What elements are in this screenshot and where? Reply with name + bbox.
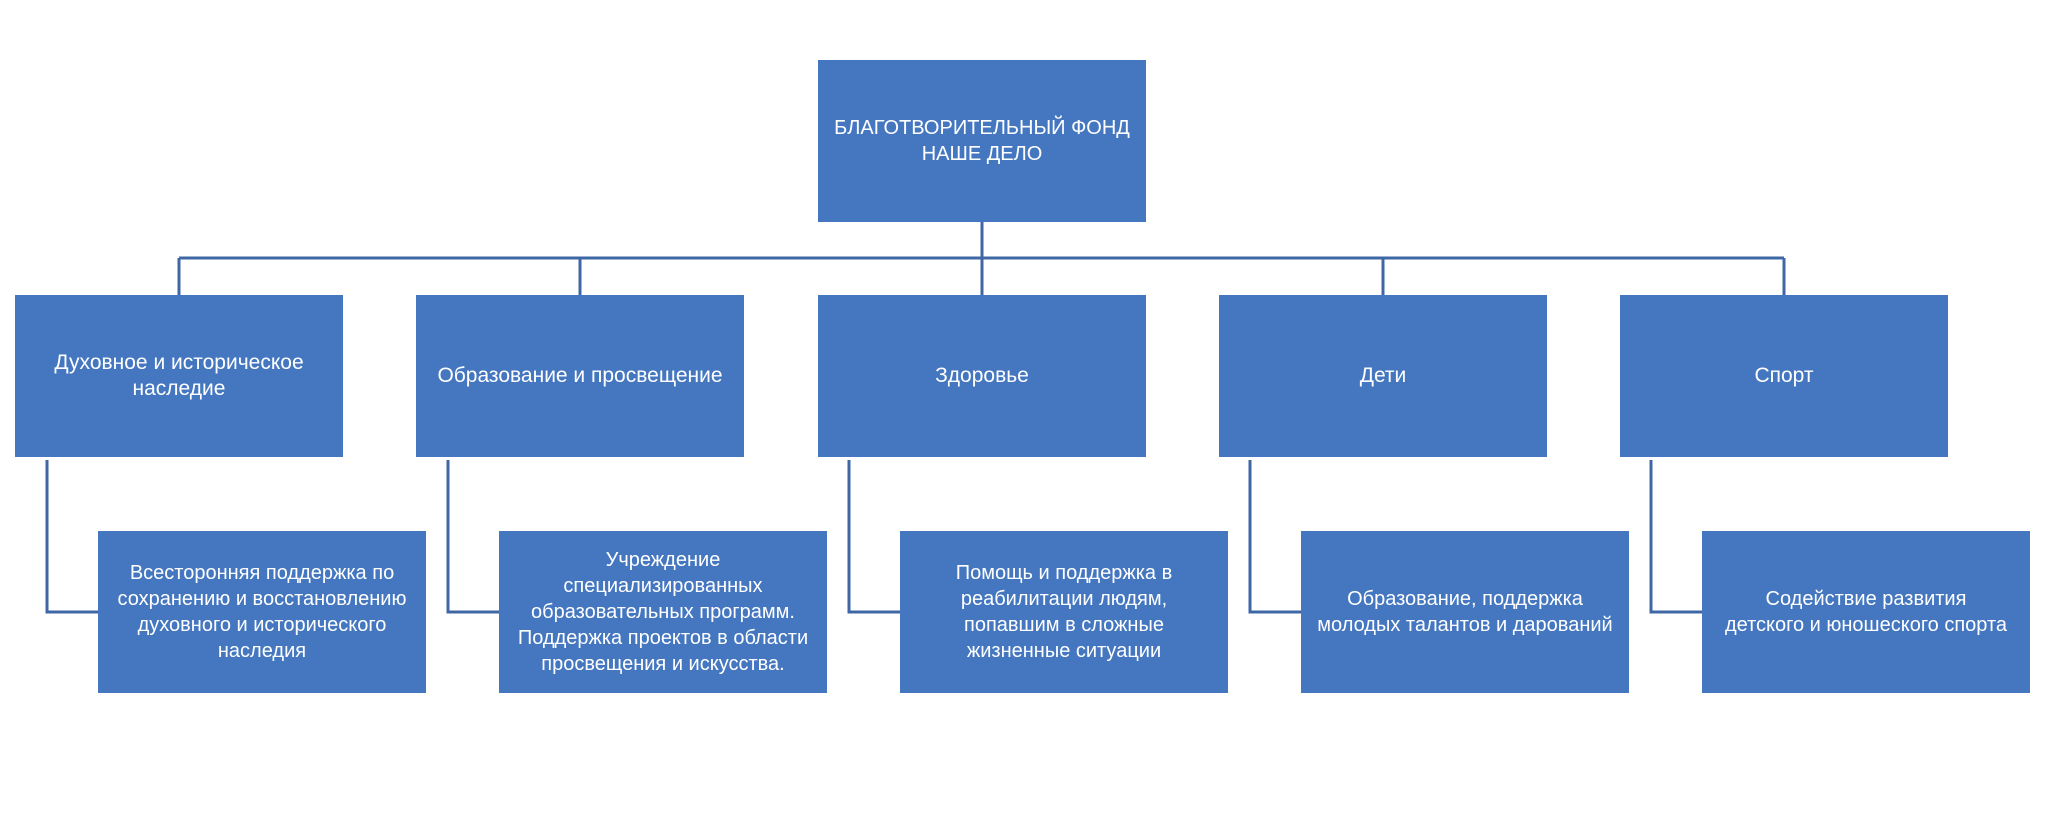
category-node-health: Здоровье [818, 295, 1146, 457]
category-node-sport: Спорт [1620, 295, 1948, 457]
category-node-children: Дети [1219, 295, 1547, 457]
root-node-label: БЛАГОТВОРИТЕЛЬНЫЙ ФОНД НАШЕ ДЕЛО [834, 117, 1130, 165]
description-text: Образование, поддержка молодых талантов … [1317, 588, 1613, 636]
elbow-to-description-1 [45, 460, 98, 614]
category-node-heritage: Духовное и историческое наследие [15, 295, 343, 457]
description-node-heritage: Всесторонняя поддержка по сохранению и в… [98, 531, 426, 693]
description-text: Всесторонняя поддержка по сохранению и в… [117, 562, 407, 662]
elbow-to-description-4 [1248, 460, 1301, 614]
description-node-education: Учреждение специализированных образовате… [499, 531, 827, 693]
elbow-to-description-2 [446, 460, 499, 614]
description-node-children: Образование, поддержка молодых талантов … [1301, 531, 1629, 693]
category-label: Образование и просвещение [437, 364, 723, 387]
category-label: Спорт [1754, 364, 1814, 387]
description-text: Содействие развития детского и юношеског… [1724, 588, 2008, 636]
category-node-education: Образование и просвещение [416, 295, 744, 457]
description-node-sport: Содействие развития детского и юношеског… [1702, 531, 2030, 693]
elbow-to-description-5 [1649, 460, 1702, 614]
category-label: Дети [1359, 364, 1407, 387]
description-node-health: Помощь и поддержка в реабилитации людям,… [900, 531, 1228, 693]
root-node: БЛАГОТВОРИТЕЛЬНЫЙ ФОНД НАШЕ ДЕЛО [818, 60, 1146, 222]
category-label: Духовное и историческое наследие [54, 351, 304, 400]
category-label: Здоровье [935, 364, 1029, 387]
description-text: Учреждение специализированных образовате… [517, 549, 809, 675]
elbow-to-description-3 [847, 460, 900, 614]
description-text: Помощь и поддержка в реабилитации людям,… [955, 562, 1173, 662]
